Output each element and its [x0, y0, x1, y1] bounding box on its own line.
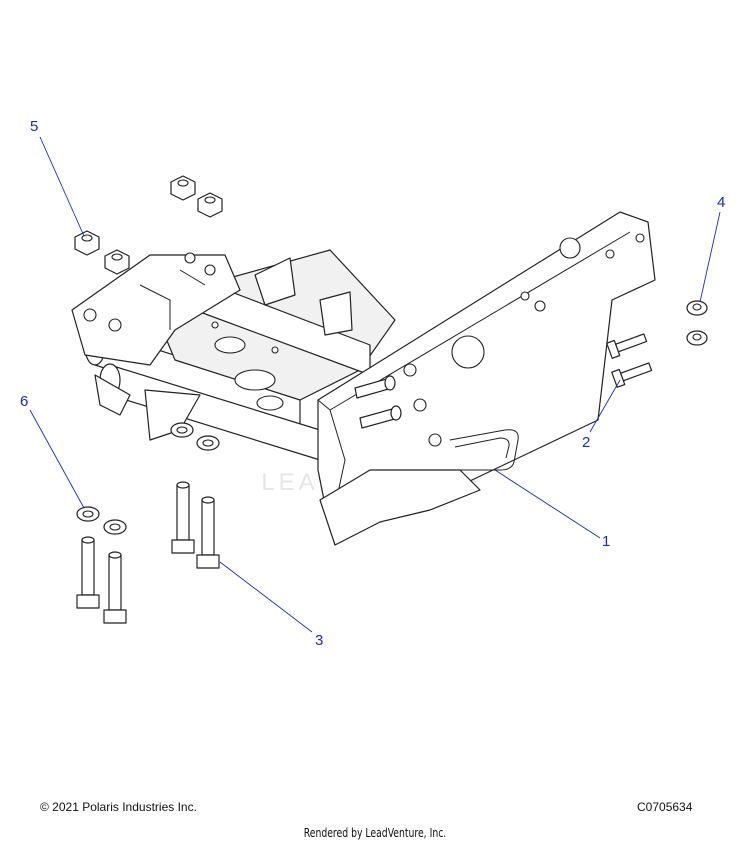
- callout-5: 5: [30, 118, 39, 135]
- diagram-code: C0705634: [637, 800, 693, 814]
- bolts-part-3: [76, 481, 220, 624]
- leader-line-6: [29, 409, 85, 509]
- leader-line-4: [699, 211, 721, 303]
- leader-line-1: [494, 469, 601, 539]
- callout-3: 3: [315, 632, 324, 649]
- bolts-part-2: [606, 333, 653, 388]
- callout-4: 4: [717, 194, 726, 211]
- copyright-text: © 2021 Polaris Industries Inc.: [40, 800, 197, 814]
- rendered-by-text: Rendered by LeadVenture, Inc.: [303, 826, 447, 840]
- callout-2: 2: [582, 434, 591, 451]
- callout-1: 1: [602, 533, 611, 550]
- leader-line-3: [219, 561, 313, 633]
- nuts-part-5: [74, 175, 223, 275]
- nuts-part-4: [686, 300, 708, 346]
- leader-line-5: [39, 136, 85, 237]
- leader-line-2: [589, 379, 621, 433]
- callout-6: 6: [20, 393, 29, 410]
- washers-part-6: [76, 422, 220, 535]
- frame-assembly: [71, 211, 656, 546]
